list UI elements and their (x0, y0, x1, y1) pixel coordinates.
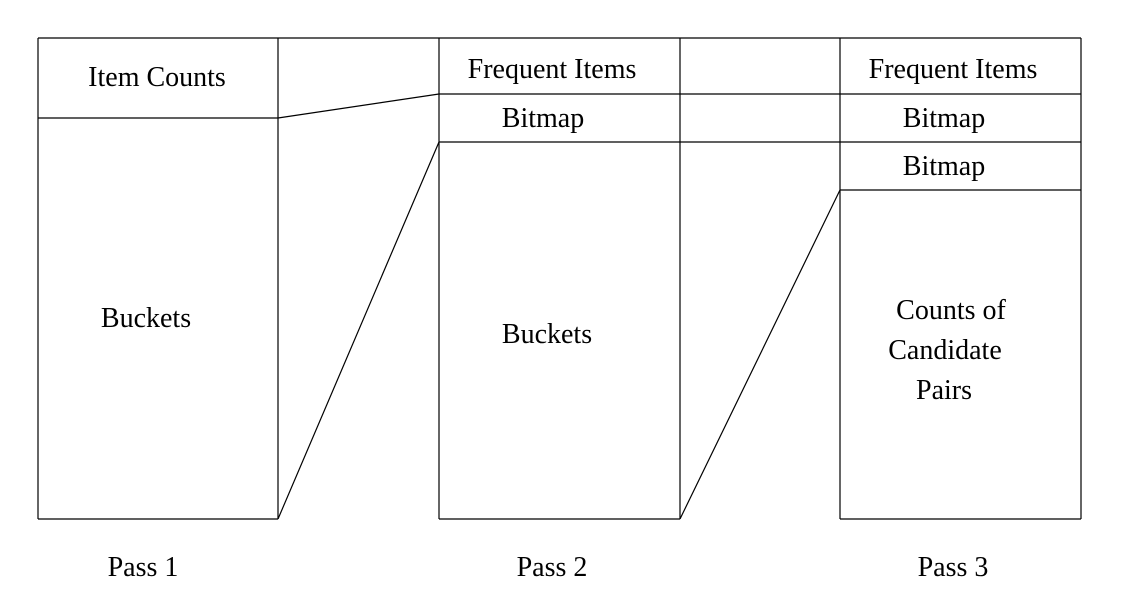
pass1-column: Item Counts Buckets (37, 38, 279, 519)
pass3-bitmap1-label: Bitmap (903, 103, 985, 134)
pass1-item-counts-label: Item Counts (88, 62, 226, 93)
pass2-column: Frequent Items Bitmap Buckets (438, 38, 681, 519)
pass3-caption: Pass 3 (918, 552, 989, 583)
pass1-caption: Pass 1 (108, 552, 179, 583)
pass1-buckets-label: Buckets (101, 303, 191, 334)
pass3-frequent-items-label: Frequent Items (869, 54, 1038, 85)
pass3-counts-label-line3: Pairs (916, 375, 972, 406)
pass2-buckets-label: Buckets (502, 319, 592, 350)
gap-1-2 (277, 93, 440, 520)
pass3-counts-label-line1: Counts of (896, 295, 1006, 326)
pass3-counts-label-line2: Candidate (888, 335, 1002, 366)
pass2-caption: Pass 2 (517, 552, 588, 583)
pass2-frequent-items-label: Frequent Items (468, 54, 637, 85)
gap-2-3 (679, 93, 841, 520)
pass3-bitmap2-label: Bitmap (903, 151, 985, 182)
pass2-bitmap-label: Bitmap (502, 103, 584, 134)
gap12-diagonal-top (277, 93, 440, 119)
gap12-diagonal-bottom (277, 141, 440, 520)
pass3-column: Frequent Items Bitmap Bitmap Counts of C… (839, 38, 1082, 519)
gap23-diagonal-bottom (679, 189, 841, 520)
